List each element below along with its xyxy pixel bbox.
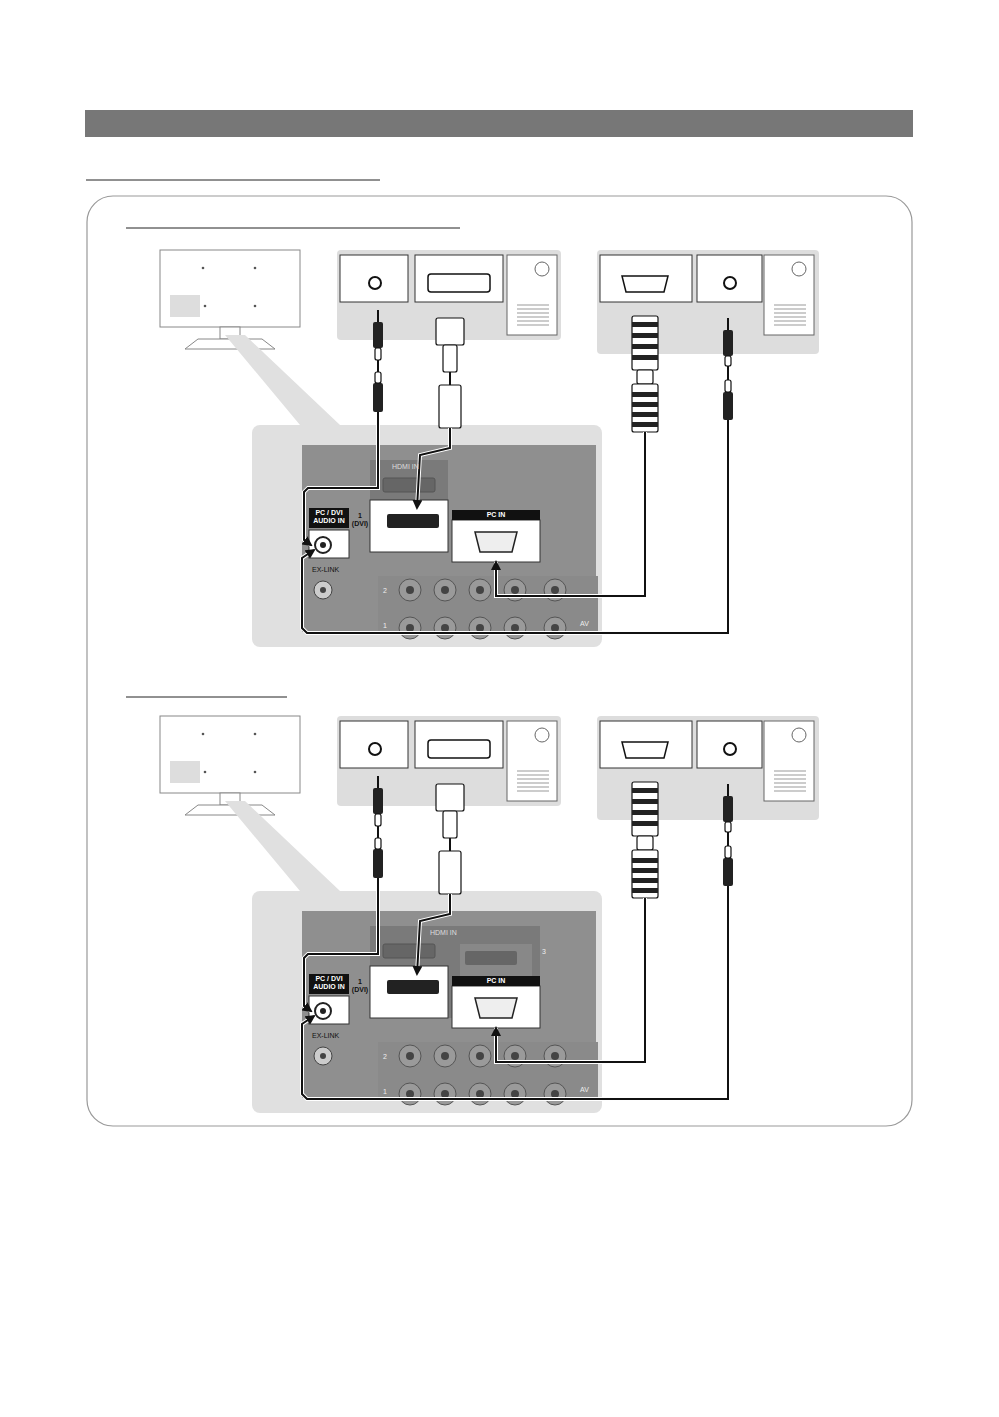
port-label: 3 — [542, 948, 546, 956]
port-label: 1 — [383, 622, 387, 630]
port-label: 1 — [383, 1088, 387, 1096]
frame — [87, 196, 912, 1126]
heading-rule — [86, 180, 380, 181]
port-tab: PC / DVI AUDIO IN — [309, 508, 349, 528]
port-label: 1 (DVI) — [351, 512, 369, 528]
heading-rule — [126, 697, 287, 698]
title-bar — [85, 110, 913, 137]
port-label: 1 (DVI) — [351, 978, 369, 994]
port-tab: PC IN — [452, 976, 540, 986]
port-label: HDMI IN — [430, 929, 457, 937]
port-tab: PC / DVI AUDIO IN — [309, 974, 349, 994]
port-label: AV — [580, 1086, 589, 1094]
port-label: PC / DVI AUDIO IN — [310, 509, 348, 525]
port-label: 2 — [383, 587, 387, 595]
port-label: PC IN — [453, 977, 539, 985]
port-label: 2 — [383, 1053, 387, 1061]
port-label: HDMI IN — [392, 463, 419, 471]
port-label: PC / DVI AUDIO IN — [310, 975, 348, 991]
port-label: PC IN — [453, 511, 539, 519]
port-label: EX-LINK — [312, 1032, 339, 1040]
port-label: EX-LINK — [312, 566, 339, 574]
port-tab: PC IN — [452, 510, 540, 520]
port-label: AV — [580, 620, 589, 628]
heading-rule — [126, 228, 460, 229]
